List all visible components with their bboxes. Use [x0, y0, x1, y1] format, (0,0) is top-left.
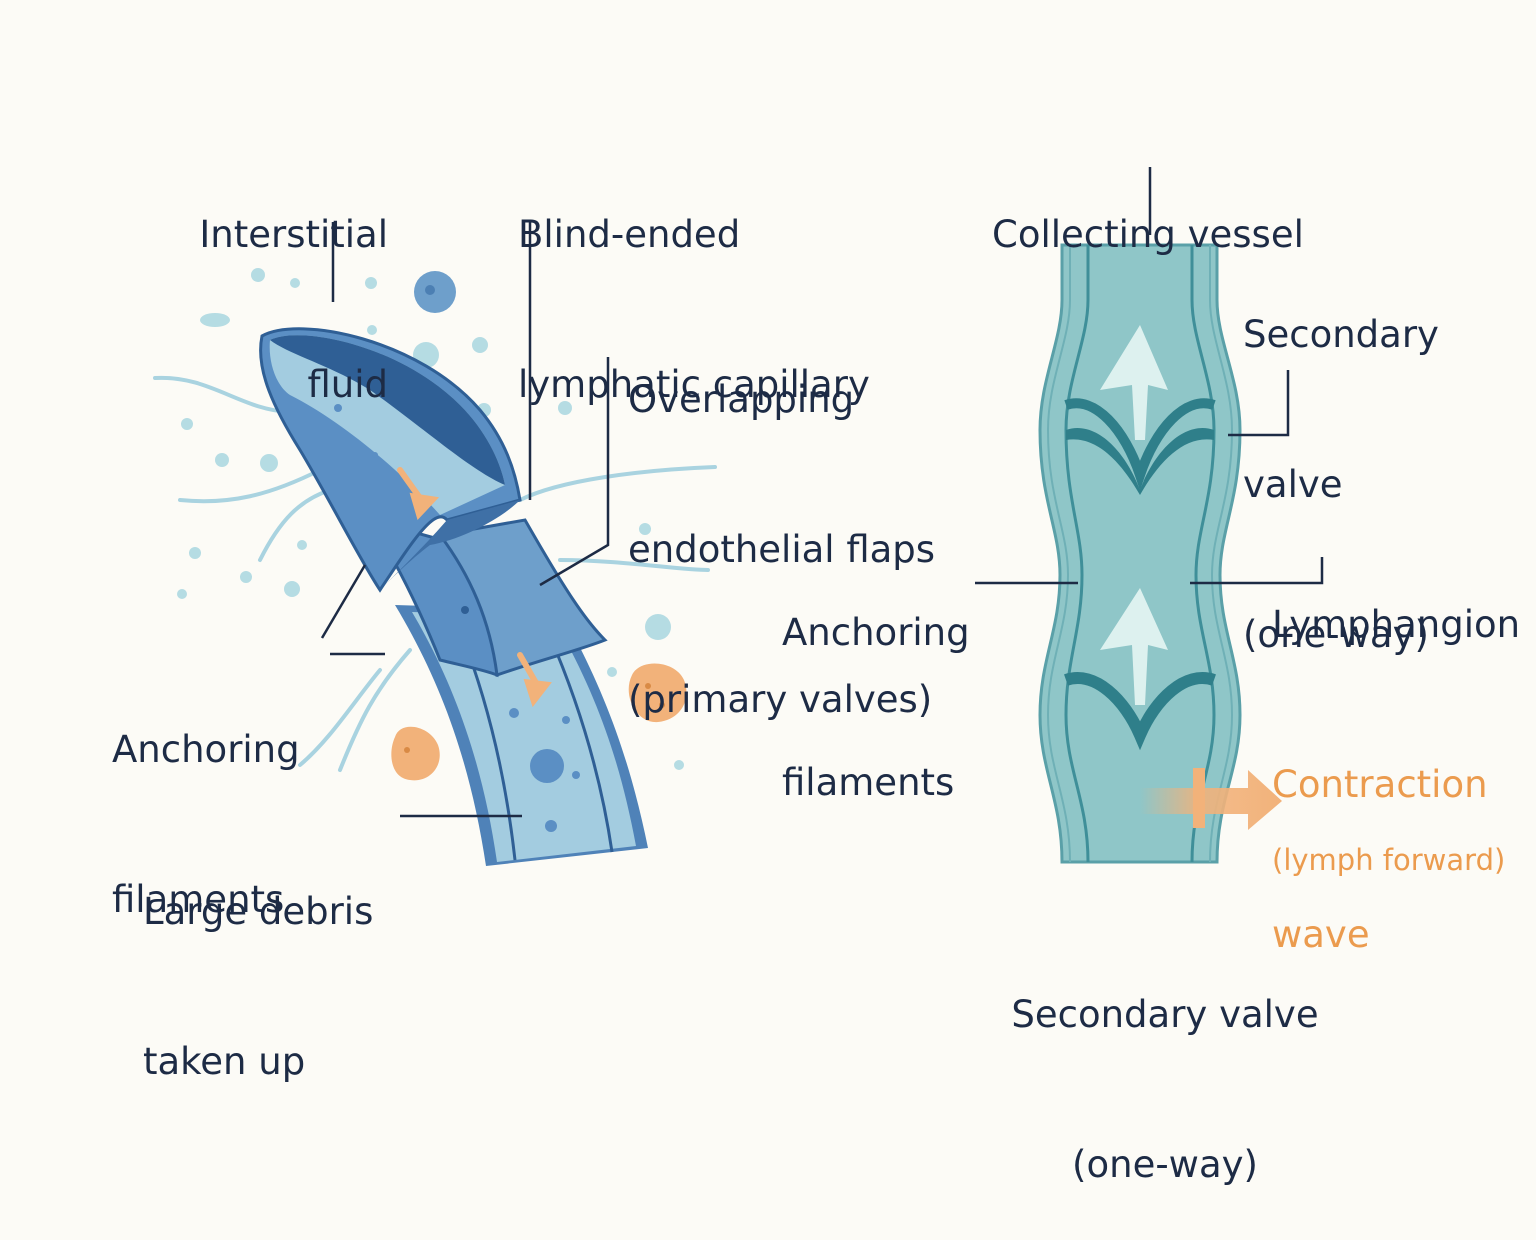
label-overlapping-flaps: Overlapping endothelial flaps (primary v…	[628, 378, 936, 721]
label-lymphangion: Lymphangion	[1272, 603, 1521, 646]
capillary-illustration	[153, 222, 717, 866]
label-anchoring-filaments-right: Anchoring filaments	[782, 611, 970, 804]
interstitial-particles	[177, 268, 684, 770]
label-large-debris: Large debris taken up	[143, 890, 374, 1083]
label-secondary-valve-top: Secondary valve (one-way)	[1243, 313, 1439, 656]
leader-lines-right	[975, 167, 1324, 585]
label-contraction-wave: Contraction wave	[1272, 763, 1488, 956]
lymphatic-diagram	[153, 167, 1324, 866]
label-lymph-forward: (lymph forward)	[1272, 843, 1506, 877]
label-secondary-valve-bottom: Secondary valve (one-way)	[1011, 993, 1319, 1186]
label-collecting-vessel: Collecting vessel	[992, 213, 1304, 256]
label-anchoring-filaments-left: Anchoring filaments	[112, 728, 300, 921]
label-blind-ended-capillary: Blind-ended lymphatic capillary	[518, 213, 870, 406]
collecting-vessel-illustration	[975, 167, 1324, 864]
flow-arrows	[397, 467, 552, 708]
debris-cells	[391, 663, 687, 781]
label-interstitial-fluid: Interstitial fluid	[199, 213, 388, 406]
leader-lines-left	[320, 222, 610, 818]
